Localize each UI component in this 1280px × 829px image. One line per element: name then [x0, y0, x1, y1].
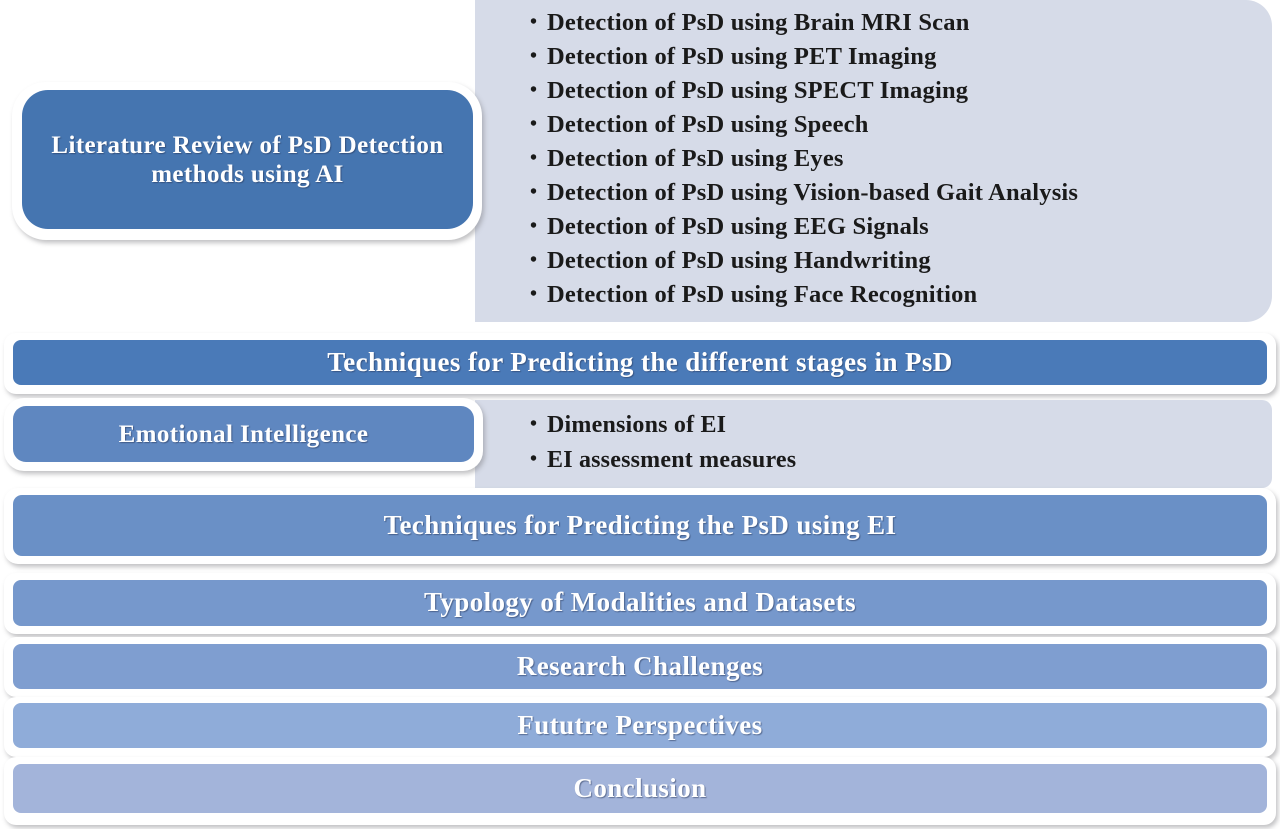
list-item: Detection of PsD using Speech [530, 107, 1078, 142]
list-item: Detection of PsD using Brain MRI Scan [530, 5, 1078, 40]
detection-methods-list: Detection of PsD using Brain MRI Scan De… [530, 5, 1078, 312]
list-item: Detection of PsD using EEG Signals [530, 209, 1078, 244]
node-typology[interactable]: Typology of Modalities and Datasets [13, 580, 1267, 626]
list-item: Detection of PsD using Face Recognition [530, 277, 1078, 312]
list-item: Detection of PsD using Handwriting [530, 243, 1078, 278]
list-item: Detection of PsD using PET Imaging [530, 39, 1078, 74]
node-research-challenges[interactable]: Research Challenges [13, 644, 1267, 689]
node-conclusion[interactable]: Conclusion [13, 764, 1267, 813]
list-item: Detection of PsD using SPECT Imaging [530, 73, 1078, 108]
ei-details-panel: Dimensions of EI EI assessment measures [475, 400, 1272, 488]
detection-methods-panel: Detection of PsD using Brain MRI Scan De… [475, 0, 1272, 322]
node-techniques-stages[interactable]: Techniques for Predicting the different … [13, 340, 1267, 385]
list-item: EI assessment measures [530, 442, 796, 478]
node-future-perspectives[interactable]: Fututre Perspectives [13, 703, 1267, 748]
node-literature-review[interactable]: Literature Review of PsD Detection metho… [22, 90, 473, 229]
list-item: Detection of PsD using Vision-based Gait… [530, 175, 1078, 210]
list-item: Detection of PsD using Eyes [530, 141, 1078, 176]
node-techniques-ei[interactable]: Techniques for Predicting the PsD using … [13, 495, 1267, 556]
list-item: Dimensions of EI [530, 407, 796, 443]
node-emotional-intelligence[interactable]: Emotional Intelligence [13, 406, 474, 462]
ei-items-list: Dimensions of EI EI assessment measures [530, 407, 796, 478]
